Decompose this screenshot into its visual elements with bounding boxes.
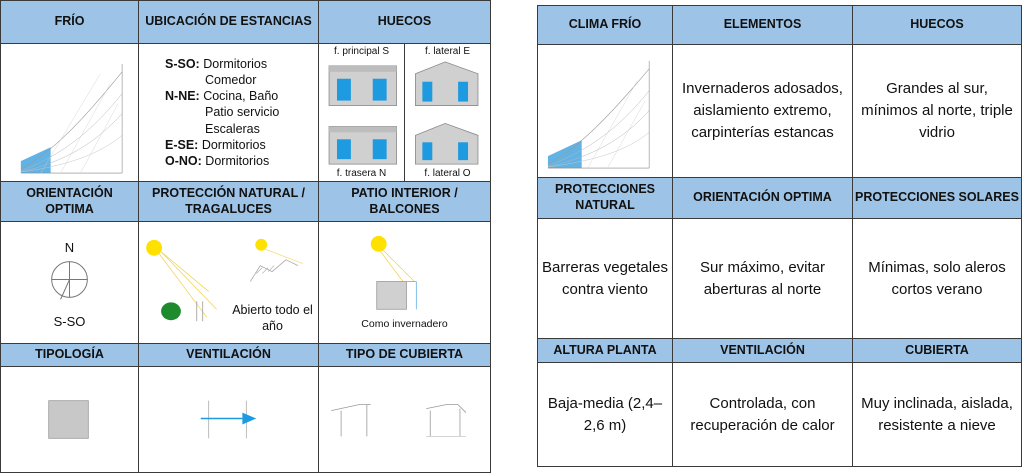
tree-icon [161,302,181,321]
altura-planta-text: Baja-media (2,4–2,6 m) [537,362,673,467]
header-huecos: HUECOS [318,0,491,44]
header-protecciones-solares: PROTECCIONES SOLARES [852,177,1022,219]
header-orientacion-optima-right: ORIENTACIÓN OPTIMA [672,177,853,219]
compass-diagram [51,261,88,300]
header-cubierta: CUBIERTA [852,338,1022,363]
header-ubicacion-estancias: UBICACIÓN DE ESTANCIAS [138,0,319,44]
facade-label: f. lateral E [424,46,471,57]
cubierta-text: Muy inclinada, aislada, resistente a nie… [852,362,1022,467]
facades-diagram [328,44,479,181]
header-protecciones-natural: PROTECCIONES NATURAL [537,177,673,219]
estancia-row: Comedor [205,72,257,87]
huecos-text: Grandes al sur, mínimos al norte, triple… [852,44,1022,178]
estancia-row: Escaleras [205,121,260,136]
estancia-row: S-SO: Dormitorios [165,56,268,71]
como-invernadero-label: Como invernadero [361,318,448,330]
orientation-cell: N S-SO [0,221,139,344]
tipologia-cell [0,366,139,473]
sun-icon [370,235,387,252]
header-frio: FRÍO [0,0,139,44]
facade-label: f. trasera N [336,168,387,179]
header-altura-planta: ALTURA PLANTA [537,338,673,363]
natural-protection-diagram [146,238,303,322]
estancias-list-cell: S-SO: Dormitorios Comedor N-NE: Cocina, … [138,43,319,182]
ventilation-arrow-icon [200,400,257,439]
left-climate-table: FRÍO UBICACIÓN DE ESTANCIAS HUECOS S-SO:… [0,0,491,473]
estancia-row: O-NO: Dormitorios [165,154,270,169]
tipo-cubierta-cell [318,366,491,473]
ventilacion-text: Controlada, con recuperación de calor [672,362,853,467]
header-huecos-right: HUECOS [852,5,1022,45]
protecciones-solares-text: Mínimas, solo aleros cortos verano [852,218,1022,339]
header-tipologia: TIPOLOGÍA [0,343,139,367]
natural-protection-cell: Abierto todo el año [138,221,319,344]
psychrometric-chart-cell-right [537,44,673,178]
header-orientacion-optima: ORIENTACIÓN OPTIMA [0,181,139,222]
facade-label: f. lateral O [424,168,471,179]
header-patio-interior: PATIO INTERIOR / BALCONES [318,181,491,222]
abierto-todo-el-ano-label: Abierto todo el año [232,303,313,334]
header-proteccion-natural: PROTECCIÓN NATURAL / TRAGALUCES [138,181,319,222]
estancias-list: S-SO: Dormitorios Comedor N-NE: Cocina, … [140,56,318,170]
psychrometric-chart-cell [0,43,139,182]
sun-icon [146,239,163,256]
elementos-text: Invernaderos adosados, aislamiento extre… [672,44,853,178]
facade-label: f. principal S [333,46,390,57]
header-ventilacion: VENTILACIÓN [138,343,319,367]
header-clima-frio: CLIMA FRÍO [537,5,673,45]
compact-block-icon [48,400,89,439]
header-ventilacion-right: VENTILACIÓN [672,338,853,363]
roof-types-diagram [331,404,467,437]
ventilacion-cell [138,366,319,473]
estancia-row: Patio servicio [205,105,280,120]
orientacion-optima-text: Sur máximo, evitar aberturas al norte [672,218,853,339]
compass-south-label: S-SO [53,314,86,329]
greenhouse-diagram [370,235,417,310]
right-climate-table: CLIMA FRÍO ELEMENTOS HUECOS Invernaderos… [537,5,1022,467]
compass-north-label: N [64,240,75,255]
estancia-row: N-NE: Cocina, Baño [165,89,279,104]
estancia-row: E-SE: Dormitorios [165,137,266,152]
huecos-facades-cell: f. principal S f. lateral E f. trasera N… [318,43,491,182]
psychrometric-chart-image [547,60,650,169]
patio-interior-cell: Como invernadero [318,221,491,344]
psychrometric-chart-image [20,63,123,174]
sun-icon [255,238,268,251]
protecciones-natural-text: Barreras vegetales contra viento [537,218,673,339]
header-elementos: ELEMENTOS [672,5,853,45]
header-tipo-cubierta: TIPO DE CUBIERTA [318,343,491,367]
